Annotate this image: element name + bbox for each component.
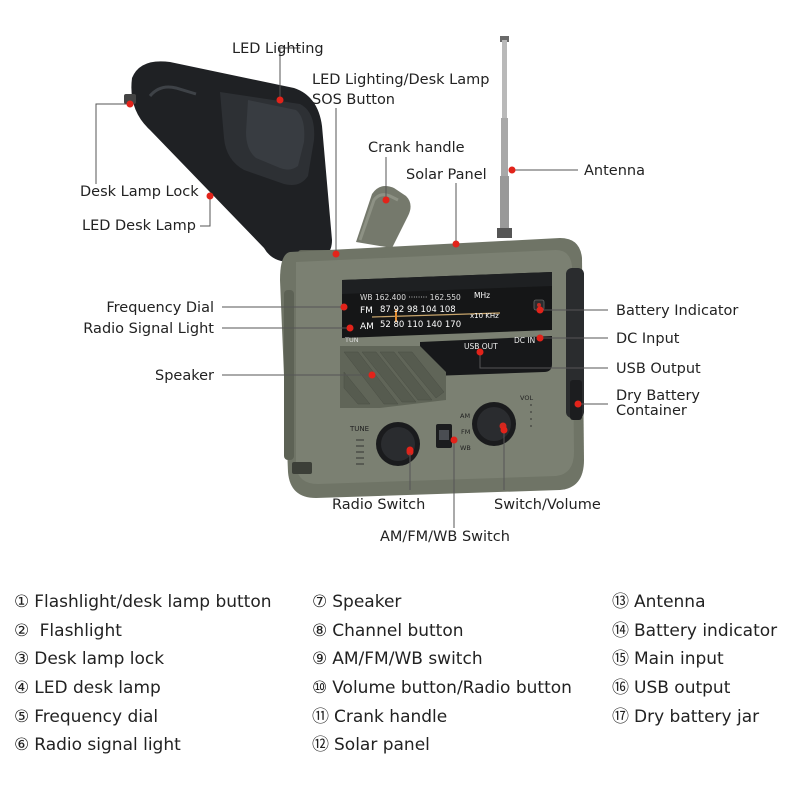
led-lamp: [124, 61, 342, 266]
label-led-desk-lamp: LED Desk Lamp: [82, 218, 196, 234]
am-unit: x10 KHz: [470, 312, 499, 320]
switch-fm-label: FM: [461, 428, 470, 436]
label-usb-output: USB Output: [616, 361, 701, 377]
label-speaker: Speaker: [155, 368, 214, 384]
legend-item: ② Flashlight: [14, 620, 122, 641]
label-dc-input: DC Input: [616, 331, 680, 347]
label-radio-signal-light: Radio Signal Light: [83, 321, 214, 337]
usb-out-label: USB OUT: [464, 342, 498, 351]
volume-knob: [472, 402, 516, 446]
label-radio-switch: Radio Switch: [332, 497, 425, 513]
label-battery-indicator: Battery Indicator: [616, 303, 738, 319]
label-crank-handle: Crank handle: [368, 140, 465, 156]
callout-dots: [126, 96, 582, 454]
label-led-lighting-desk-lamp: LED Lighting/Desk Lamp: [312, 72, 489, 88]
radio-diagram: WB 162.400 ········ 162.550 FM 87 92 98 …: [80, 36, 738, 545]
vol-label: VOL: [520, 394, 533, 402]
label-sos-button: SOS Button: [312, 92, 395, 108]
wb-scale: WB 162.400 ········ 162.550: [360, 293, 461, 302]
tune-knob: [376, 422, 420, 466]
fm-label: FM: [360, 306, 373, 316]
label-dry-battery-container-line1: Dry Battery: [616, 388, 700, 404]
fm-unit: MHz: [474, 291, 490, 300]
tuning-display: [342, 272, 552, 338]
switch-wb-label: WB: [460, 444, 471, 452]
label-switch-volume: Switch/Volume: [494, 497, 601, 513]
label-desk-lamp-lock: Desk Lamp Lock: [80, 184, 199, 200]
tun-label: TUN: [344, 336, 359, 344]
label-dry-battery-container-line2: Container: [616, 403, 687, 419]
label-frequency-dial: Frequency Dial: [106, 300, 214, 316]
dc-in-label: DC IN: [514, 336, 535, 345]
switch-am-label: AM: [460, 412, 470, 420]
label-solar-panel: Solar Panel: [406, 167, 487, 183]
antenna: [497, 36, 512, 238]
label-antenna: Antenna: [584, 163, 645, 179]
label-am-fm-wb-switch: AM/FM/WB Switch: [380, 529, 510, 545]
tune-label: TUNE: [349, 425, 369, 433]
label-led-lighting: LED Lighting: [232, 41, 324, 57]
leader-lines: [95, 47, 608, 528]
fm-scale: 87 92 98 104 108: [380, 305, 456, 315]
crank-handle: [356, 186, 411, 248]
am-scale: 52 80 110 140 170: [380, 320, 461, 330]
am-label: AM: [360, 322, 374, 332]
tune-scale-ticks: [356, 404, 532, 465]
band-switch: [436, 424, 452, 448]
